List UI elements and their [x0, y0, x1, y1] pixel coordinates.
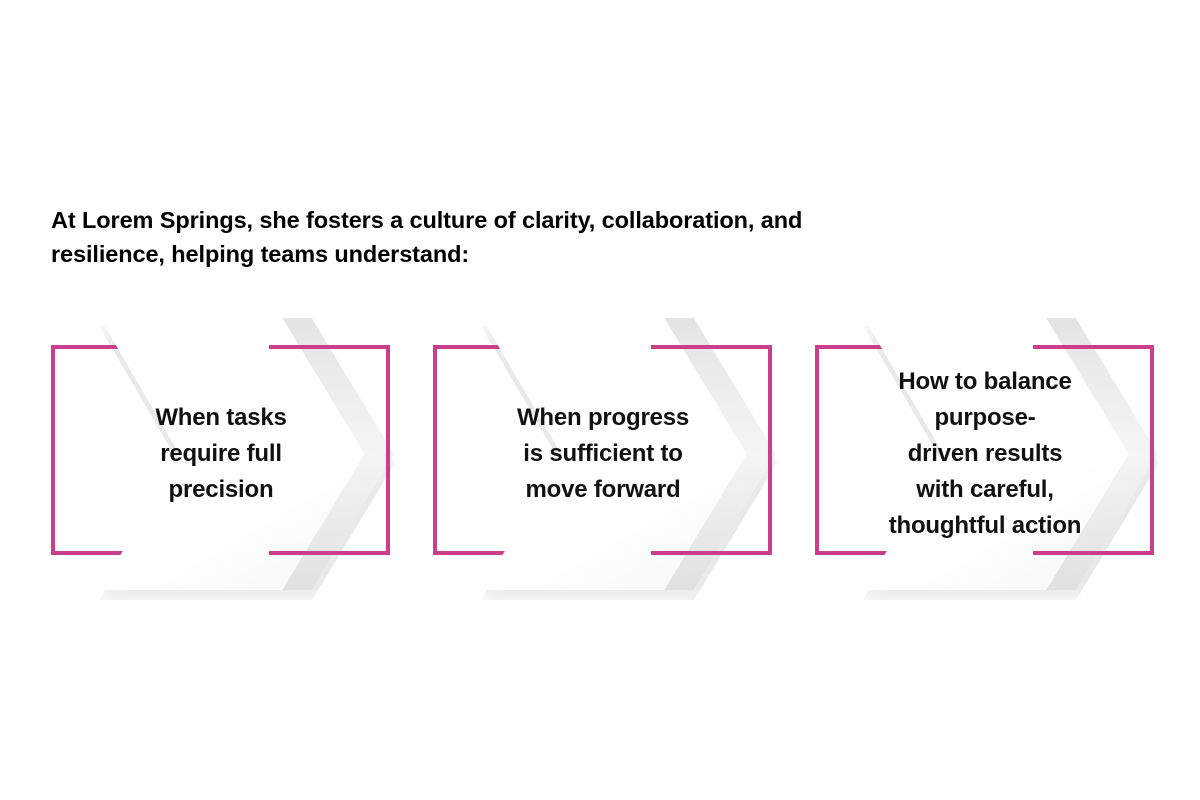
intro-paragraph: At Lorem Springs, she fosters a culture …: [51, 207, 803, 267]
chevron-frame-right-3: [1150, 345, 1154, 555]
chevron-frame-top-right-1: [269, 345, 390, 349]
chevron-frame-bottom-right-3: [1033, 551, 1154, 555]
chevron-frame-bottom-right-2: [651, 551, 772, 555]
chevron-frame-right-1: [386, 345, 390, 555]
chevron-frame-right-2: [768, 345, 772, 555]
chevron-card-3[interactable]: How to balance purpose- driven results w…: [815, 310, 1159, 600]
chevron-frame-top-right-3: [1033, 345, 1154, 349]
chevron-card-1[interactable]: When tasks require full precision: [51, 310, 395, 600]
chevron-card-2[interactable]: When progress is sufficient to move forw…: [433, 310, 777, 600]
chevron-frame-top-right-2: [651, 345, 772, 349]
chevron-frame-bottom-right-1: [269, 551, 390, 555]
